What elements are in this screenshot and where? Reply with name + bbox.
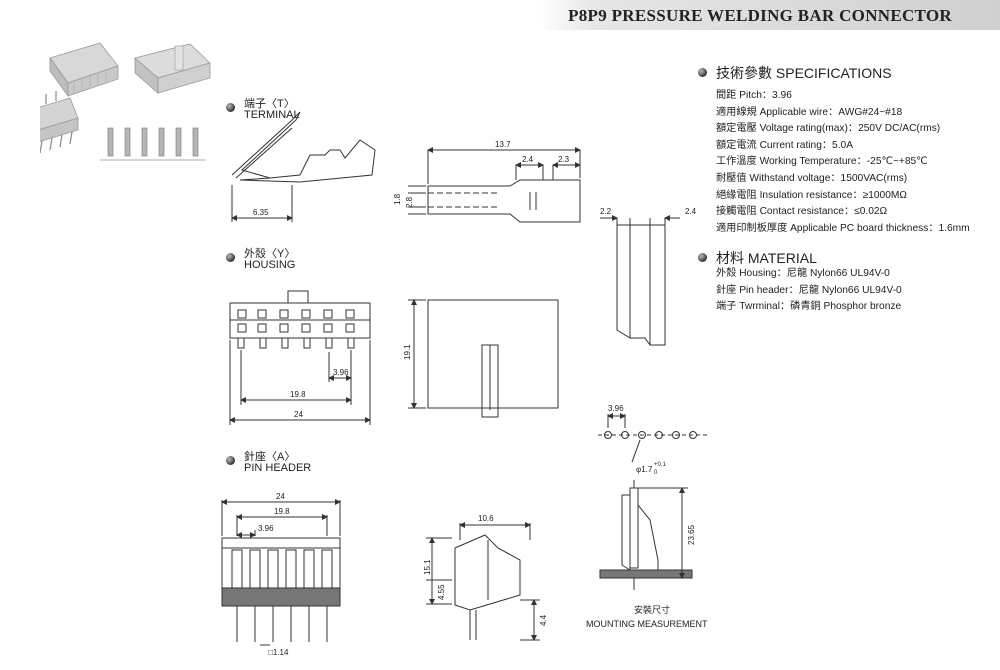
spec-item: 額定電壓 Voltage rating(max)：250V DC/AC(rms) bbox=[716, 123, 941, 135]
housing-photo bbox=[49, 42, 119, 98]
dim-6-35: 6.35 bbox=[253, 208, 269, 217]
dim-13-7: 13.7 bbox=[495, 140, 511, 149]
material-item: 針座 Pin header：尼龍 Nylon66 UL94V-0 bbox=[716, 284, 902, 296]
material-item: 外殼 Housing：尼龍 Nylon66 UL94V-0 bbox=[716, 268, 890, 279]
bullet-icon bbox=[226, 253, 235, 262]
spec-item: 適用線規 Applicable wire：AWG#24~#18 bbox=[716, 106, 903, 118]
dim-2-2: 2.2 bbox=[600, 207, 612, 216]
mounting-pattern bbox=[598, 413, 710, 463]
page-title: P8P9 PRESSURE WELDING BAR CONNECTOR bbox=[568, 6, 952, 25]
spec-item: 工作溫度 Working Temperature：-25℃~+85℃ bbox=[716, 156, 928, 168]
bullet-icon bbox=[698, 253, 707, 262]
housing-side-drawing bbox=[408, 299, 559, 418]
mounting-en: MOUNTING MEASUREMENT bbox=[586, 619, 708, 629]
dim-pin-4-55: 4.55 bbox=[437, 584, 446, 600]
dim-pin-3-96: 3.96 bbox=[258, 524, 274, 533]
dim-2-3: 2.3 bbox=[558, 155, 570, 164]
pin-header-side-drawing bbox=[426, 522, 540, 641]
spec-item: 額定電流 Current rating：5.0A bbox=[716, 139, 854, 151]
dim-2-4: 2.4 bbox=[522, 155, 534, 164]
dim-pin-4-4: 4.4 bbox=[539, 614, 548, 626]
housing-cn: 外殼〈Y〉 bbox=[244, 248, 296, 260]
bullet-icon bbox=[226, 103, 235, 112]
bullet-icon bbox=[226, 456, 235, 465]
product-photo bbox=[40, 42, 211, 161]
pin-header-cn: 針座〈A〉 bbox=[244, 451, 296, 463]
dim-1-8: 1.8 bbox=[393, 193, 402, 205]
dim-pin-1-14: □1.14 bbox=[268, 648, 289, 657]
dim-hole-tol-plus: +0.1 bbox=[654, 462, 667, 468]
mounting-cn: 安裝尺寸 bbox=[634, 604, 670, 615]
section-housing-label: 外殼〈Y〉 HOUSING bbox=[244, 249, 295, 271]
specs-list: 間距 Pitch：3.96 適用線規 Applicable wire：AWG#2… bbox=[716, 88, 970, 237]
spec-item: 耐壓值 Withstand voltage：1500VAC(rms) bbox=[716, 172, 908, 184]
terminal-en: TERMINAL bbox=[244, 109, 300, 121]
dim-19-1: 19.1 bbox=[403, 344, 412, 360]
dim-3-96: 3.96 bbox=[333, 368, 349, 377]
terminal-cn: 端子〈T〉 bbox=[244, 98, 295, 110]
spec-item: 適用印制板厚度 Applicable PC board thickness：1.… bbox=[716, 222, 970, 234]
material-item: 端子 Twrminal：磷青銅 Phosphor bronze bbox=[716, 301, 902, 313]
dim-pin-24: 24 bbox=[276, 492, 285, 501]
dim-hole-dia: φ1.7 bbox=[636, 465, 653, 474]
dim-hole-tol-zero: 0 bbox=[654, 470, 658, 476]
housing-photo-back bbox=[134, 43, 211, 94]
terminal-side-drawing bbox=[231, 111, 376, 222]
pin-header-front-drawing bbox=[221, 499, 341, 646]
material-heading: 材料 MATERIAL bbox=[716, 250, 817, 266]
dim-pin-10-6: 10.6 bbox=[478, 514, 494, 523]
spec-item: 接觸電阻 Contact resistance：≤0.02Ω bbox=[716, 206, 888, 218]
terminals-photo bbox=[100, 127, 205, 161]
dim-19-8: 19.8 bbox=[290, 390, 306, 399]
spec-item: 絕緣電阻 Insulation resistance：≥1000MΩ bbox=[716, 189, 907, 201]
housing-front-drawing bbox=[229, 290, 371, 425]
spec-item: 間距 Pitch：3.96 bbox=[716, 90, 792, 101]
pin-header-en: PIN HEADER bbox=[244, 462, 312, 474]
dim-23-65: 23.65 bbox=[687, 524, 696, 545]
housing-side-profile bbox=[600, 215, 680, 346]
dim-24: 24 bbox=[294, 410, 303, 419]
dim-pin-19-8: 19.8 bbox=[274, 507, 290, 516]
housing-cavities bbox=[237, 309, 355, 333]
dim-2-8: 2.8 bbox=[405, 196, 414, 208]
housing-en: HOUSING bbox=[244, 259, 296, 271]
section-pin-header-label: 針座〈A〉 PIN HEADER bbox=[244, 452, 311, 474]
bullet-icon bbox=[698, 68, 707, 77]
mounting-side-drawing bbox=[599, 480, 693, 590]
dim-pin-15-1: 15.1 bbox=[423, 559, 432, 575]
material-list: 外殼 Housing：尼龍 Nylon66 UL94V-0 針座 Pin hea… bbox=[716, 266, 902, 316]
header-bar: P8P9 PRESSURE WELDING BAR CONNECTOR bbox=[540, 0, 1000, 30]
pin-header-photo bbox=[40, 91, 79, 154]
dim-2-4-side: 2.4 bbox=[685, 207, 697, 216]
specs-heading: 技術參數 SPECIFICATIONS bbox=[716, 65, 892, 81]
section-terminal-label: 端子〈T〉 TERMINAL bbox=[244, 99, 300, 121]
header-background bbox=[540, 0, 1000, 30]
dim-mount-3-96: 3.96 bbox=[608, 404, 624, 413]
terminal-top-drawing bbox=[408, 147, 581, 223]
